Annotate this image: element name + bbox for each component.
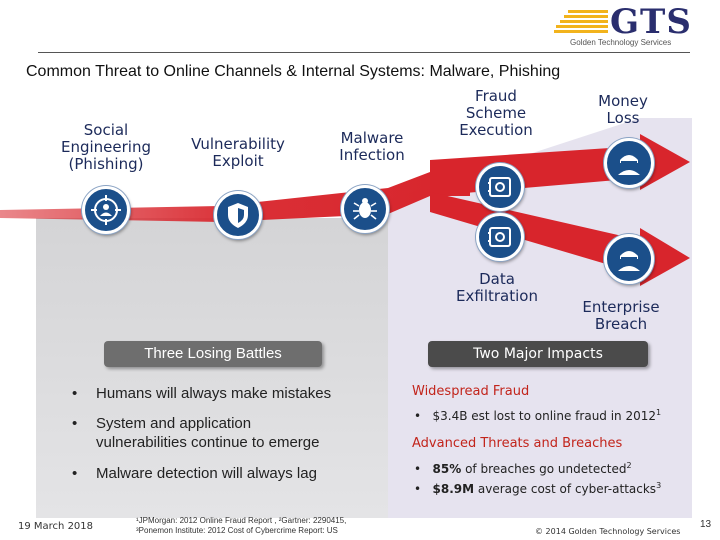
footer-refs-line2: ³Ponemon Institute: 2012 Cost of Cybercr… [136,526,338,535]
stage-enterprise-breach: Enterprise Breach [582,298,660,333]
footer-refs-line1: ¹JPMorgan: 2012 Online Fraud Report , ²G… [136,516,347,525]
fraud-stat-item: • $3.4B est lost to online fraud in 2012… [414,408,661,423]
title-rule [38,52,690,53]
footer-date: 19 March 2018 [18,521,94,532]
two-major-impacts-badge: Two Major Impacts [428,341,648,367]
breach-stat-text: of breaches go undetected [461,462,627,476]
bullet-icon: • [72,385,78,402]
cost-stat-value: $8.9M [432,482,475,496]
page-title: Common Threat to Online Channels & Inter… [26,63,561,80]
widespread-fraud-heading: Widespread Fraud [412,384,530,399]
breach-stat-value: 85% [432,462,462,476]
stage-fraud-scheme: Fraud Scheme Execution [459,87,533,139]
fraud-stat-text: $3.4B est lost to online fraud in 2012 [432,409,657,423]
footnote-mark: 1 [656,408,662,417]
logo-stripes-icon [554,10,608,33]
bullet-icon: • [72,415,78,432]
page-number: 13 [700,519,712,530]
gts-logo: GTS Golden Technology Services [554,2,694,50]
logo-name: GTS [610,2,692,42]
safe-icon [476,213,524,261]
stage-social-engineering: Social Engineering (Phishing) [61,121,151,173]
stage-money-loss: Money Loss [598,92,648,127]
bullet-icon: • [414,462,422,476]
stage-data-exfiltration: Data Exfiltration [456,270,538,305]
battle-text: System and application vulnerabilities c… [96,415,320,451]
footnote-mark: 3 [656,481,662,490]
hacker-icon [604,234,654,284]
stage-vulnerability-exploit: Vulnerability Exploit [191,135,285,170]
cost-stat-item: • $8.9M average cost of cyber-attacks3 [414,481,661,496]
bullet-icon: • [414,409,422,423]
bug-icon [341,185,389,233]
safe-icon [476,163,524,211]
breach-stat-item: • 85% of breaches go undetected2 [414,461,632,476]
footnote-mark: 2 [626,461,632,470]
bullet-icon: • [72,465,78,482]
bullet-icon: • [414,482,422,496]
target-person-icon [82,186,130,234]
logo-subtitle: Golden Technology Services [570,38,672,47]
footer-copyright: © 2014 Golden Technology Services [535,527,681,536]
battle-text: Humans will always make mistakes [96,385,332,402]
shield-icon [214,191,262,239]
three-losing-battles-badge: Three Losing Battles [104,341,322,367]
stage-malware-infection: Malware Infection [339,129,405,164]
left-panel [36,218,388,518]
cost-stat-text: average cost of cyber-attacks [474,482,657,496]
battle-text: Malware detection will always lag [96,465,317,482]
hacker-icon [604,138,654,188]
advanced-threats-heading: Advanced Threats and Breaches [412,436,623,451]
